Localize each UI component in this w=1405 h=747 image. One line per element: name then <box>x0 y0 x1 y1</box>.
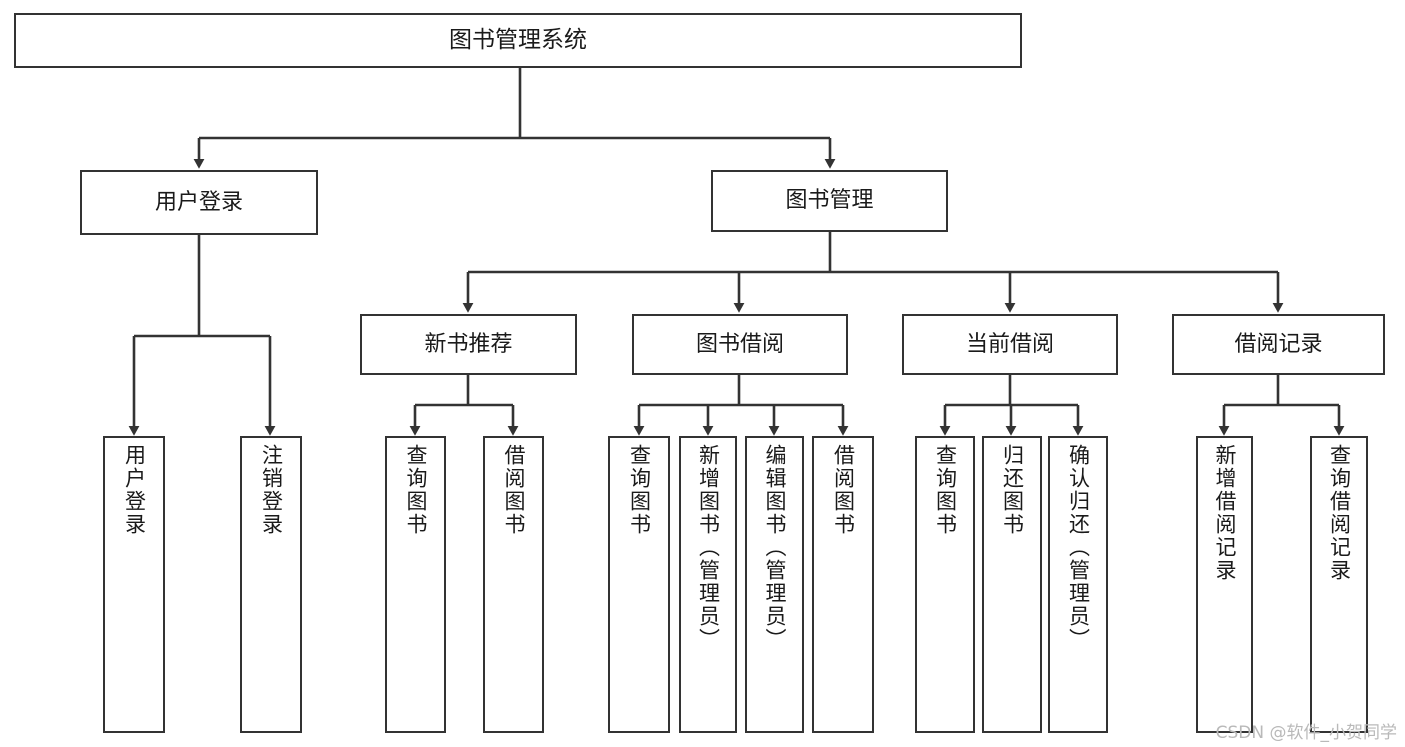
node-leaf-user-login-logout-label: 注销登录 <box>259 444 284 536</box>
node-user-login-label: 用户登录 <box>154 189 243 215</box>
node-leaf-user-login-logout[interactable]: 注销登录 <box>240 436 302 733</box>
node-new-book-recommend[interactable]: 新书推荐 <box>360 314 577 375</box>
node-leaf-current-confirm-return[interactable]: 确认归还（管理员） <box>1048 436 1108 733</box>
node-leaf-current-confirm-return-label: 确认归还（管理员） <box>1066 444 1091 651</box>
node-leaf-record-add-record-label: 新增借阅记录 <box>1213 444 1237 582</box>
node-leaf-borrow-edit-book-label: 编辑图书（管理员） <box>763 444 787 651</box>
node-root-system[interactable]: 图书管理系统 <box>14 13 1022 68</box>
node-leaf-newrec-query-book[interactable]: 查询图书 <box>385 436 446 733</box>
node-borrow-record[interactable]: 借阅记录 <box>1172 314 1385 375</box>
node-leaf-borrow-query-book[interactable]: 查询图书 <box>608 436 670 733</box>
node-book-management-label: 图书管理 <box>785 188 874 214</box>
node-leaf-newrec-query-book-label: 查询图书 <box>404 444 428 536</box>
node-root-system-label: 图书管理系统 <box>449 27 587 54</box>
node-leaf-record-query-record-label: 查询借阅记录 <box>1327 444 1352 582</box>
node-leaf-user-login-login[interactable]: 用户登录 <box>103 436 165 733</box>
node-leaf-borrow-add-book-label: 新增图书（管理员） <box>696 444 721 651</box>
node-leaf-newrec-borrow-book[interactable]: 借阅图书 <box>483 436 544 733</box>
node-leaf-newrec-borrow-book-label: 借阅图书 <box>502 444 526 536</box>
node-leaf-current-query-book-label: 查询图书 <box>933 444 958 536</box>
node-book-borrow[interactable]: 图书借阅 <box>632 314 848 375</box>
node-leaf-borrow-add-book[interactable]: 新增图书（管理员） <box>679 436 737 733</box>
node-leaf-record-query-record[interactable]: 查询借阅记录 <box>1310 436 1368 733</box>
node-leaf-borrow-edit-book[interactable]: 编辑图书（管理员） <box>745 436 804 733</box>
node-current-borrow-label: 当前借阅 <box>965 331 1054 357</box>
node-book-management[interactable]: 图书管理 <box>711 170 948 232</box>
node-leaf-current-return-book[interactable]: 归还图书 <box>982 436 1042 733</box>
node-leaf-borrow-borrow-book-label: 借阅图书 <box>831 444 856 536</box>
node-borrow-record-label: 借阅记录 <box>1234 331 1323 357</box>
node-leaf-borrow-query-book-label: 查询图书 <box>627 444 652 536</box>
node-leaf-current-query-book[interactable]: 查询图书 <box>915 436 975 733</box>
node-user-login[interactable]: 用户登录 <box>80 170 318 235</box>
node-book-borrow-label: 图书借阅 <box>695 331 784 357</box>
node-leaf-borrow-borrow-book[interactable]: 借阅图书 <box>812 436 874 733</box>
node-current-borrow[interactable]: 当前借阅 <box>902 314 1118 375</box>
node-leaf-record-add-record[interactable]: 新增借阅记录 <box>1196 436 1253 733</box>
node-leaf-current-return-book-label: 归还图书 <box>1000 444 1025 536</box>
node-new-book-recommend-label: 新书推荐 <box>424 331 513 357</box>
node-leaf-user-login-login-label: 用户登录 <box>122 444 147 536</box>
